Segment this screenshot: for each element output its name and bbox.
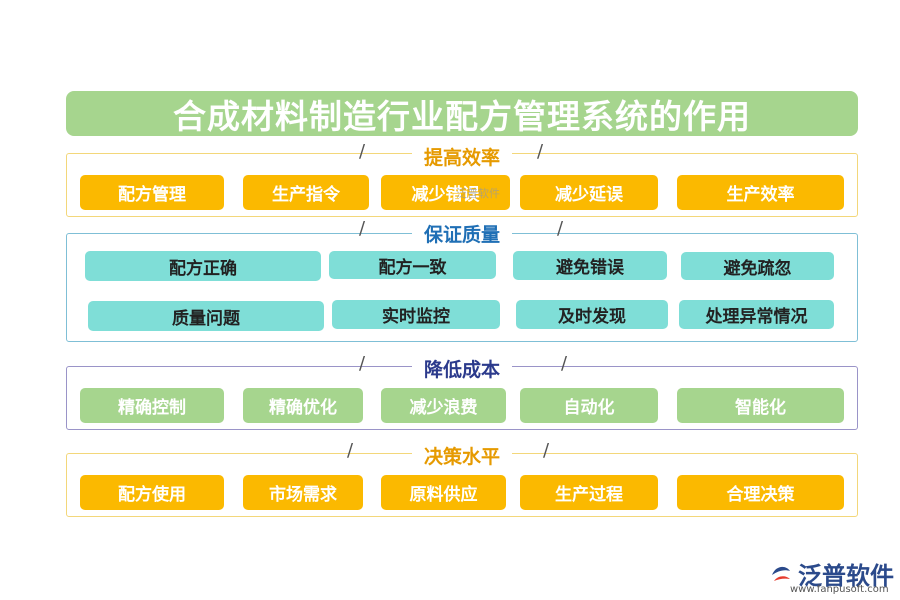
item-box: 避免错误: [513, 251, 667, 280]
section-title: 决策水平: [67, 442, 857, 469]
section-cost: 降低成本 / / 精确控制 精确优化 减少浪费 自动化 智能化: [66, 353, 858, 430]
item-box: 实时监控: [332, 300, 500, 329]
section-title: 降低成本: [67, 355, 857, 382]
watermark: 泛普软件: [456, 187, 500, 200]
section-efficiency: 提高效率 / / 配方管理 生产指令 减少错误 减少延误 生产效率: [66, 141, 858, 217]
slash-decoration: /: [557, 218, 564, 239]
item-box: 避免疏忽: [681, 252, 834, 280]
slash-decoration: /: [543, 440, 550, 461]
main-title-banner: 合成材料制造行业配方管理系统的作用: [66, 91, 858, 136]
slash-decoration: /: [359, 218, 366, 239]
item-box: 配方管理: [80, 175, 224, 210]
item-box: 配方使用: [80, 475, 224, 510]
item-box: 生产过程: [520, 475, 658, 510]
item-box: 生产指令: [243, 175, 369, 210]
item-box: 处理异常情况: [679, 300, 834, 329]
item-box: 减少浪费: [381, 388, 506, 423]
item-box: 精确控制: [80, 388, 224, 423]
slash-decoration: /: [561, 353, 568, 374]
slash-decoration: /: [347, 440, 354, 461]
item-box: 市场需求: [243, 475, 363, 510]
logo-url: www.fanpusoft.com: [790, 584, 889, 595]
item-box: 智能化: [677, 388, 844, 423]
item-box: 配方一致: [329, 251, 496, 279]
item-box: 自动化: [520, 388, 658, 423]
section-title: 提高效率: [67, 143, 857, 170]
brand-logo: 泛普软件: [768, 556, 894, 591]
slash-decoration: /: [359, 141, 366, 162]
item-box: 减少延误: [520, 175, 658, 210]
logo-name: 泛普软件: [798, 562, 894, 590]
section-title: 保证质量: [67, 220, 857, 247]
item-box: 配方正确: [85, 251, 321, 281]
slash-decoration: /: [359, 353, 366, 374]
logo-icon: [772, 566, 790, 581]
item-box: 生产效率: [677, 175, 844, 210]
slash-decoration: /: [537, 141, 544, 162]
main-title: 合成材料制造行业配方管理系统的作用: [173, 96, 751, 136]
item-box: 合理决策: [677, 475, 844, 510]
item-box: 精确优化: [243, 388, 363, 423]
item-box: 原料供应: [381, 475, 506, 510]
item-box: 减少错误: [381, 175, 510, 210]
section-decision: 决策水平 / / 配方使用 市场需求 原料供应 生产过程 合理决策: [66, 440, 858, 517]
item-box: 及时发现: [516, 300, 668, 329]
section-quality: 保证质量 / / 配方正确 配方一致 避免错误 避免疏忽 质量问题 实时监控 及…: [66, 218, 858, 342]
item-box: 质量问题: [88, 301, 324, 331]
